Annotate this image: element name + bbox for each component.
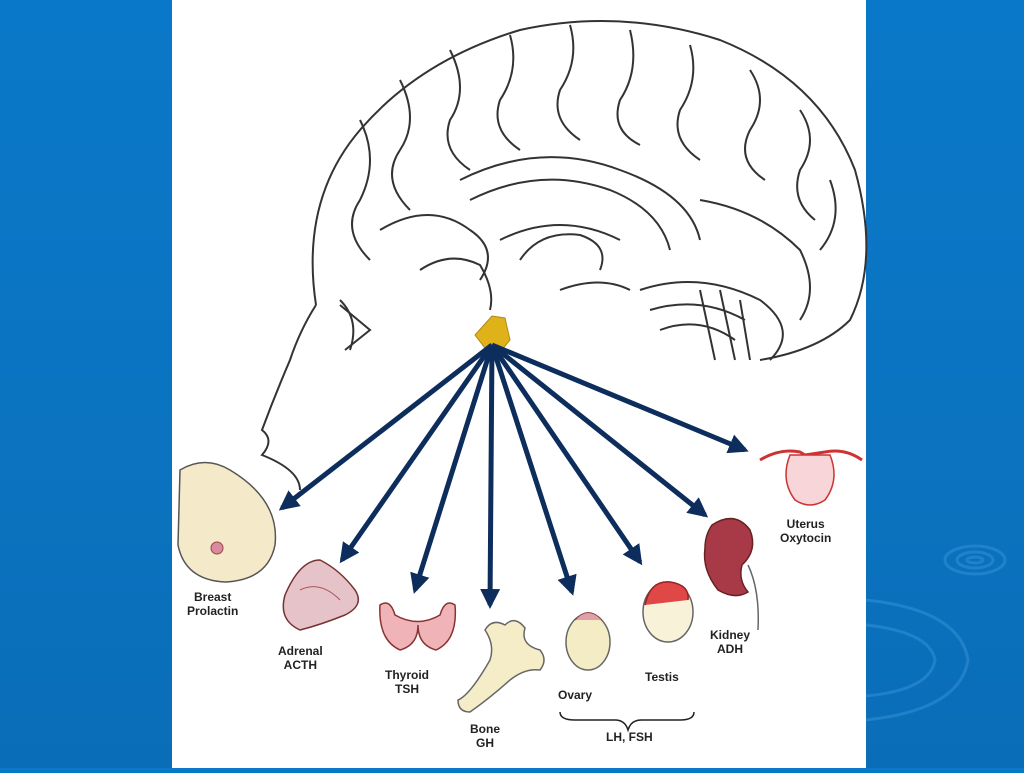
brain-icon [260,20,868,491]
uterus-icon [759,449,863,506]
breast-icon [177,461,277,583]
bone-icon [457,619,545,713]
testis-icon [642,581,694,643]
arrow-to-testis [489,343,643,566]
kidney-icon [703,517,760,631]
arrow-to-bone [480,344,501,609]
thyroid-icon [379,602,457,651]
label-testis: Testis [645,670,679,684]
ovary-icon [565,612,611,671]
arrow-to-kidney [490,343,709,518]
arrow-to-breast [278,343,494,511]
arrow-to-ovary [489,344,577,596]
label-lh-fsh: LH, FSH [606,730,653,744]
hormone-arrows [278,342,749,609]
arrow-to-uterus [491,342,749,454]
arrow-to-adrenal [339,343,495,564]
label-ovary: Ovary [558,688,593,702]
gonad-bracket [559,711,695,733]
adrenal-icon [282,559,360,631]
arrow-to-thyroid [410,344,495,594]
